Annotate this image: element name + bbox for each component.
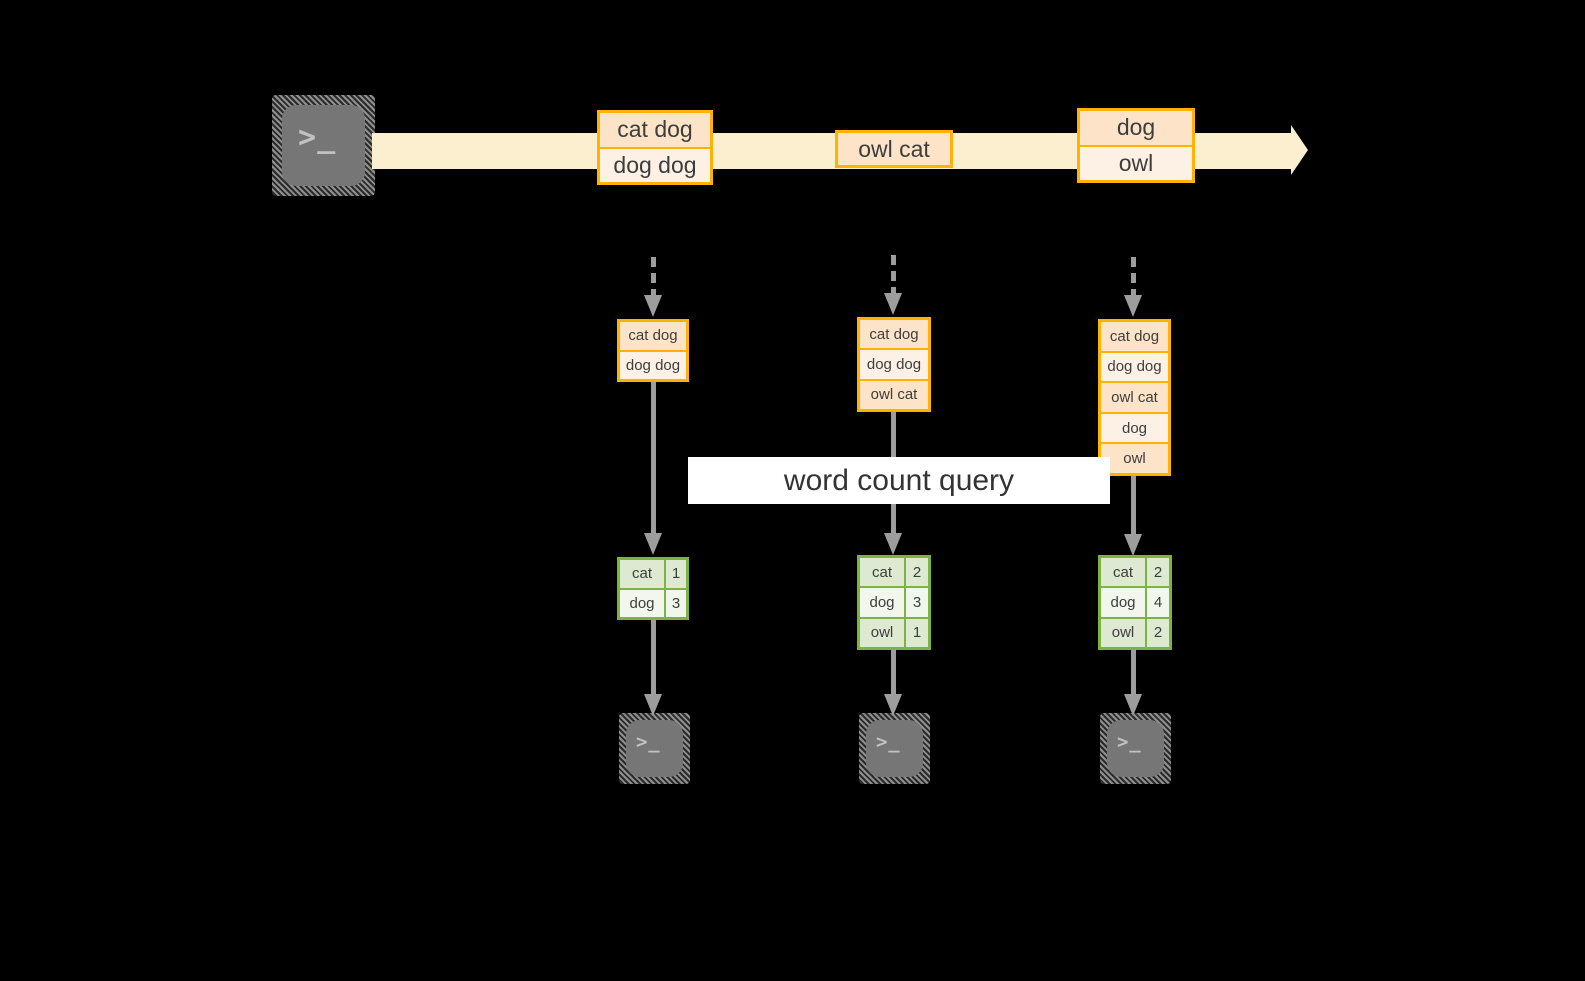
event-cell: dog dog: [620, 351, 686, 379]
consumer-terminal-icon-3: >_: [1100, 713, 1171, 784]
event-cell: owl cat: [860, 380, 928, 409]
table-row: dog 4: [1101, 588, 1169, 619]
stream-to-snapshot-connector-1: [644, 257, 662, 317]
stream-arrowhead: [1291, 125, 1308, 175]
stream-event-group-2: owl cat: [835, 130, 953, 168]
event-cell: cat dog: [600, 113, 710, 149]
terminal-face: [282, 105, 365, 186]
result-word: cat: [620, 560, 666, 588]
stream-to-snapshot-connector-2: [884, 255, 902, 315]
consumer-terminal-icon-2: >_: [859, 713, 930, 784]
terminal-prompt-glyph: >_: [1117, 731, 1142, 753]
result-word: dog: [620, 589, 666, 617]
snapshot-3-result-table: cat 2 dog 4 owl 2: [1098, 555, 1172, 650]
terminal-face: [1107, 720, 1164, 777]
table-row: owl 2: [1101, 618, 1169, 647]
table-row: owl 1: [860, 618, 928, 647]
stream-event-group-3: dog owl: [1077, 108, 1195, 183]
query-connector-1: [644, 382, 662, 557]
result-word: dog: [1101, 588, 1147, 617]
terminal-face: [626, 720, 683, 777]
result-to-consumer-connector-1: [644, 620, 662, 718]
producer-terminal-icon: >_: [272, 95, 375, 196]
snapshot-2-result-table: cat 2 dog 3 owl 1: [857, 555, 931, 650]
stream-event-group-1: cat dog dog dog: [597, 110, 713, 185]
stream-to-snapshot-connector-3: [1124, 257, 1142, 317]
result-to-consumer-connector-2: [884, 650, 902, 718]
event-cell: owl: [1080, 146, 1192, 180]
query-label: word count query: [688, 457, 1110, 504]
query-label-text: word count query: [783, 463, 1015, 497]
table-row: cat 2: [860, 558, 928, 589]
event-cell: owl cat: [838, 133, 950, 165]
result-count: 2: [906, 558, 928, 587]
query-connector-3: [1124, 476, 1142, 558]
result-count: 3: [666, 589, 686, 617]
event-cell: owl cat: [1101, 383, 1168, 414]
result-count: 3: [906, 588, 928, 617]
snapshot-1-event-table: cat dog dog dog: [617, 319, 689, 382]
event-cell: cat dog: [620, 322, 686, 352]
result-word: owl: [1101, 618, 1147, 647]
table-row: cat 2: [1101, 558, 1169, 589]
result-count: 2: [1147, 558, 1169, 587]
snapshot-2-event-table: cat dog dog dog owl cat: [857, 317, 931, 412]
event-cell: cat dog: [1101, 322, 1168, 353]
terminal-face: [866, 720, 923, 777]
result-word: cat: [1101, 558, 1147, 587]
terminal-prompt-glyph: >_: [636, 731, 661, 753]
event-cell: dog dog: [1101, 352, 1168, 384]
event-cell: owl: [1101, 444, 1168, 473]
event-cell: dog: [1080, 111, 1192, 147]
result-count: 1: [666, 560, 686, 588]
event-cell: dog dog: [600, 148, 710, 182]
snapshot-3-event-table: cat dog dog dog owl cat dog owl: [1098, 319, 1171, 476]
event-cell: dog dog: [860, 350, 928, 381]
terminal-prompt-glyph: >_: [876, 731, 901, 753]
result-count: 2: [1147, 618, 1169, 647]
table-row: dog 3: [860, 588, 928, 619]
result-word: cat: [860, 558, 906, 587]
result-to-consumer-connector-3: [1124, 650, 1142, 718]
snapshot-1-result-table: cat 1 dog 3: [617, 557, 689, 620]
result-word: owl: [860, 618, 906, 647]
event-cell: cat dog: [860, 320, 928, 351]
result-count: 1: [906, 618, 928, 647]
result-word: dog: [860, 588, 906, 617]
terminal-prompt-glyph: >_: [298, 120, 337, 155]
consumer-terminal-icon-1: >_: [619, 713, 690, 784]
table-row: cat 1: [620, 560, 686, 590]
event-cell: dog: [1101, 413, 1168, 445]
table-row: dog 3: [620, 589, 686, 617]
result-count: 4: [1147, 588, 1169, 617]
